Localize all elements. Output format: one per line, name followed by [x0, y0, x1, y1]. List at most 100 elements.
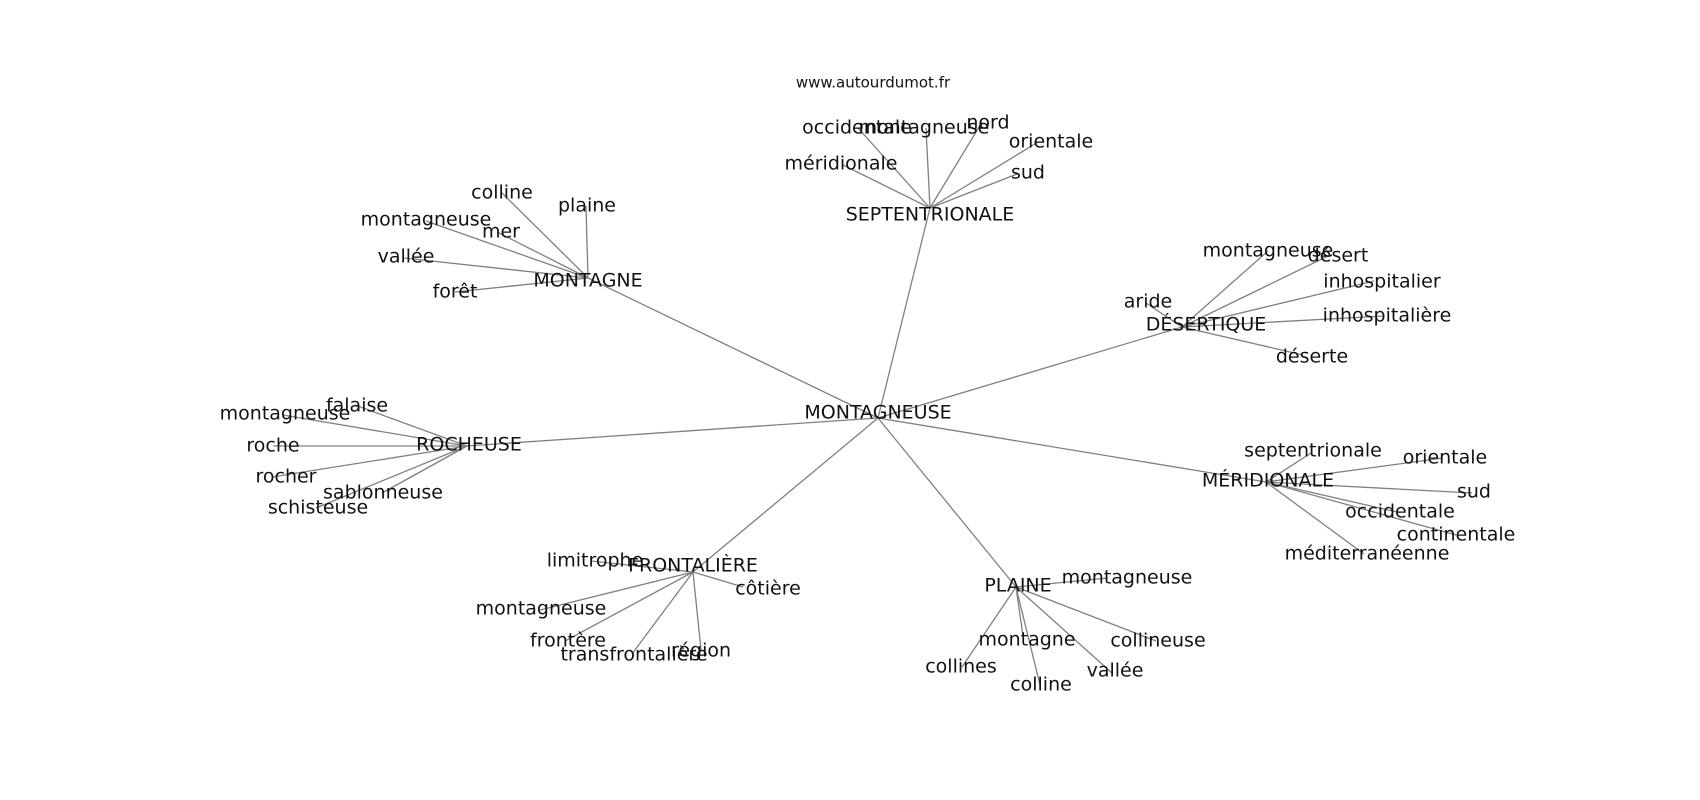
hub-node-label-montagne: MONTAGNE	[533, 270, 642, 292]
edge-meridionale-leaf	[1265, 481, 1457, 536]
leaf-node-label: côtière	[735, 578, 801, 600]
edge-septentrionale-leaf	[929, 141, 1039, 209]
edge-center-rocheuse	[466, 417, 879, 447]
edge-montagne-leaf	[454, 277, 589, 293]
edge-layer	[271, 121, 1473, 686]
edge-meridionale-leaf	[1265, 481, 1398, 513]
leaf-node-label: montagneuse	[220, 403, 351, 425]
leaf-node-label: mer	[482, 221, 520, 243]
leaf-node-label: nord	[966, 112, 1009, 134]
leaf-node-label: plaine	[558, 195, 616, 217]
leaf-node-label: désert	[1308, 245, 1369, 267]
leaf-node-label: orientale	[1403, 447, 1488, 469]
leaf-node-label: montagneuse	[859, 117, 990, 139]
edge-meridionale-leaf	[1265, 481, 1473, 494]
leaf-node-label: collines	[925, 656, 997, 678]
edge-rocheuse-leaf	[354, 404, 468, 447]
edge-plaine-leaf	[1015, 586, 1041, 686]
edge-desertique-leaf	[1181, 326, 1304, 356]
edge-septentrionale-leaf	[929, 173, 1018, 209]
edge-rocheuse-leaf	[282, 414, 468, 447]
edge-desertique-leaf	[1181, 280, 1375, 328]
edge-rocheuse-leaf	[381, 445, 468, 494]
leaf-node-label: région	[671, 640, 731, 662]
edge-center-desertique	[877, 326, 1183, 419]
edge-desertique-leaf	[1145, 302, 1183, 328]
hub-node-label-rocheuse: ROCHEUSE	[416, 434, 522, 456]
leaf-node-label: continentale	[1397, 524, 1516, 546]
edge-desertique-leaf	[1181, 315, 1385, 328]
edge-montagne-leaf	[500, 191, 589, 279]
edge-septentrionale-leaf	[857, 127, 931, 209]
leaf-node-label: aride	[1124, 291, 1172, 313]
leaf-node-label: frontère	[530, 630, 606, 652]
edge-septentrionale-leaf	[842, 164, 931, 209]
edge-montagne-leaf	[496, 231, 589, 279]
edge-center-frontaliere	[692, 417, 879, 573]
edge-septentrionale-leaf	[925, 127, 931, 209]
hub-node-label-desertique: DÉSERTIQUE	[1146, 313, 1267, 336]
edge-meridionale-leaf	[1265, 457, 1444, 483]
hub-node-label-plaine: PLAINE	[984, 575, 1051, 597]
leaf-node-label: montagne	[978, 629, 1075, 651]
leaf-node-label: colline	[471, 182, 533, 204]
edge-frontaliere-leaf	[631, 571, 694, 655]
edge-desertique-leaf	[1181, 250, 1269, 328]
edge-center-montagne	[587, 277, 879, 419]
leaf-node-label: orientale	[1009, 131, 1094, 153]
leaf-node-label: inhospitalier	[1323, 271, 1441, 293]
edge-frontaliere-leaf	[590, 560, 694, 573]
edge-center-meridionale	[877, 417, 1267, 483]
edge-meridionale-leaf	[1265, 452, 1312, 483]
leaf-node-label: colline	[1010, 674, 1072, 696]
leaf-node-label: occidentale	[1345, 501, 1455, 523]
leaf-node-label: méridionale	[785, 153, 898, 175]
edge-rocheuse-leaf	[271, 445, 468, 478]
edge-center-septentrionale	[877, 207, 931, 419]
edge-center-plaine	[877, 417, 1017, 588]
leaf-node-label: montagneuse	[1062, 567, 1193, 589]
leaf-node-label: schisteuse	[268, 497, 368, 519]
leaf-node-label: limitrophe	[547, 550, 644, 572]
edge-meridionale-leaf	[1265, 481, 1365, 555]
leaf-node-label: sud	[1011, 162, 1045, 184]
leaf-node-label: sablonneuse	[323, 482, 443, 504]
leaf-node-label: vallée	[1087, 660, 1144, 682]
edge-montagne-leaf	[425, 220, 589, 279]
edge-montagne-leaf	[403, 257, 589, 279]
leaf-node-label: montagneuse	[1203, 240, 1334, 262]
edge-plaine-leaf	[1015, 586, 1113, 674]
edge-septentrionale-leaf	[929, 121, 983, 209]
leaf-node-label: sud	[1457, 481, 1491, 503]
edge-frontaliere-leaf	[692, 571, 744, 588]
label-layer: MONTAGNEUSESEPTENTRIONALEoccidentalemont…	[220, 112, 1516, 696]
leaf-node-label: rocher	[255, 466, 316, 488]
leaf-node-label: falaise	[326, 395, 388, 417]
leaf-node-label: montagneuse	[476, 598, 607, 620]
edge-plaine-leaf	[1015, 586, 1024, 637]
edge-plaine-leaf	[1015, 577, 1109, 588]
edge-montagne-leaf	[585, 205, 589, 279]
hub-node-label-meridionale: MÉRIDIONALE	[1202, 469, 1334, 492]
leaf-node-label: montagneuse	[361, 209, 492, 231]
leaf-node-label: méditerranéenne	[1285, 543, 1450, 565]
hub-node-label-frontaliere: FRONTALIÈRE	[628, 554, 758, 577]
edge-frontaliere-leaf	[539, 571, 694, 611]
edge-frontaliere-leaf	[692, 571, 702, 651]
leaf-node-label: occidentale	[802, 117, 912, 139]
edge-plaine-leaf	[1015, 586, 1157, 642]
hub-node-label-septentrionale: SEPTENTRIONALE	[846, 204, 1015, 226]
source-url: www.autourdumot.fr	[796, 74, 951, 92]
leaf-node-label: vallée	[378, 246, 435, 268]
leaf-node-label: déserte	[1276, 346, 1348, 368]
edge-desertique-leaf	[1181, 255, 1329, 328]
edge-rocheuse-leaf	[315, 445, 468, 509]
leaf-node-label: transfrontalière	[560, 644, 707, 666]
leaf-node-label: roche	[246, 435, 299, 457]
leaf-node-label: forêt	[433, 281, 478, 303]
edge-plaine-leaf	[961, 586, 1017, 668]
center-node-label: MONTAGNEUSE	[804, 402, 951, 424]
edge-frontaliere-leaf	[564, 571, 694, 642]
leaf-node-label: septentrionale	[1244, 440, 1382, 462]
